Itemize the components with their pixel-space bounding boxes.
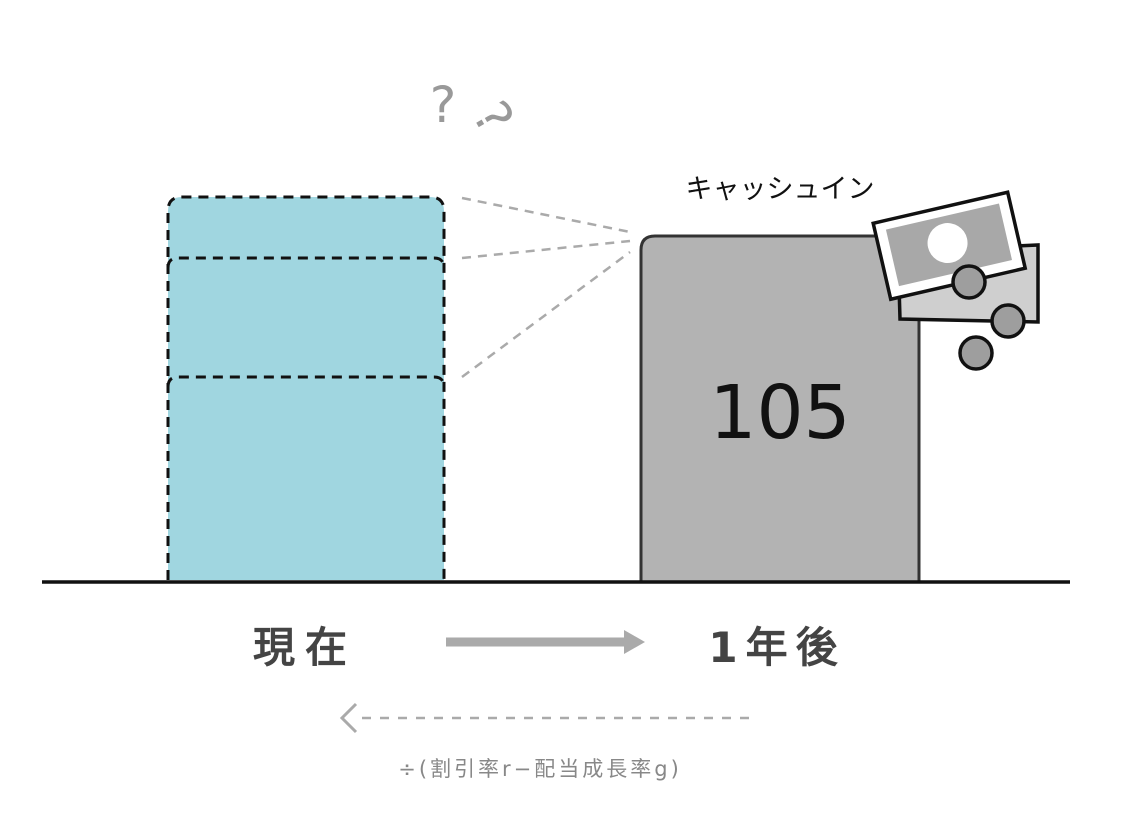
present-value-box bbox=[166, 195, 446, 580]
coin-icon bbox=[951, 264, 987, 300]
forward-arrow bbox=[446, 630, 645, 654]
future-label: 1年後 bbox=[708, 623, 845, 672]
segment-divider bbox=[166, 256, 446, 269]
question-mark-icon: ? ? bbox=[430, 76, 525, 143]
projection-lines bbox=[461, 196, 631, 379]
coin-icon bbox=[958, 335, 994, 371]
future-value: 105 bbox=[709, 370, 850, 456]
coin-icon bbox=[990, 303, 1026, 339]
segment-divider bbox=[166, 375, 446, 388]
svg-text:?: ? bbox=[461, 92, 525, 144]
discount-formula: ÷(割引率r−配当成長率g) bbox=[398, 757, 682, 781]
future-value-box: 105 bbox=[639, 234, 921, 581]
discount-arrow bbox=[339, 702, 750, 734]
banknote-icon bbox=[871, 190, 1040, 324]
svg-text:?: ? bbox=[430, 76, 457, 134]
present-label: 現在 bbox=[253, 623, 357, 672]
cash-in-label: キャッシュイン bbox=[686, 174, 875, 205]
